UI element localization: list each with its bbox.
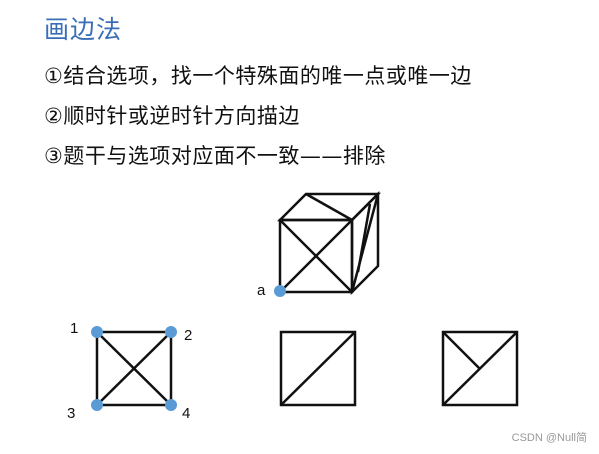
label-3: 3: [67, 405, 75, 422]
top-diagonal: [305, 192, 353, 222]
option-vshape-outline: [441, 330, 519, 407]
option-square-outline: [279, 330, 357, 407]
label-1: 1: [70, 320, 78, 337]
square-outline: [95, 330, 173, 407]
right-diagonal-long: [350, 193, 380, 293]
option-diagonal: [280, 331, 356, 406]
point-2: [165, 326, 177, 338]
option-vshape-left: [442, 331, 481, 370]
step-1: ①结合选项，找一个特殊面的唯一点或唯一边: [44, 64, 472, 88]
front-diagonal-2: [279, 219, 353, 293]
step-2: ②顺时针或逆时针方向描边: [44, 104, 300, 128]
cube-figure: [276, 190, 382, 296]
watermark: CSDN @Null简: [511, 432, 587, 444]
step-3: ③题干与选项对应面不一致——排除: [44, 144, 386, 168]
option-square-vshape: [441, 330, 519, 407]
cube-right-face: [350, 190, 380, 296]
option-vshape-diagonal: [442, 331, 518, 406]
label-2: 2: [184, 327, 192, 344]
label-4: 4: [182, 405, 190, 422]
point-4: [165, 399, 177, 411]
square-diagonal-2: [96, 331, 172, 406]
point-a: [274, 285, 286, 297]
point-3: [91, 399, 103, 411]
point-1: [91, 326, 103, 338]
numbered-square: [95, 330, 173, 407]
right-diagonal-inner: [356, 203, 372, 273]
option-square-diagonal: [279, 330, 357, 407]
label-a: a: [257, 282, 266, 299]
page-title: 画边法: [44, 15, 123, 44]
